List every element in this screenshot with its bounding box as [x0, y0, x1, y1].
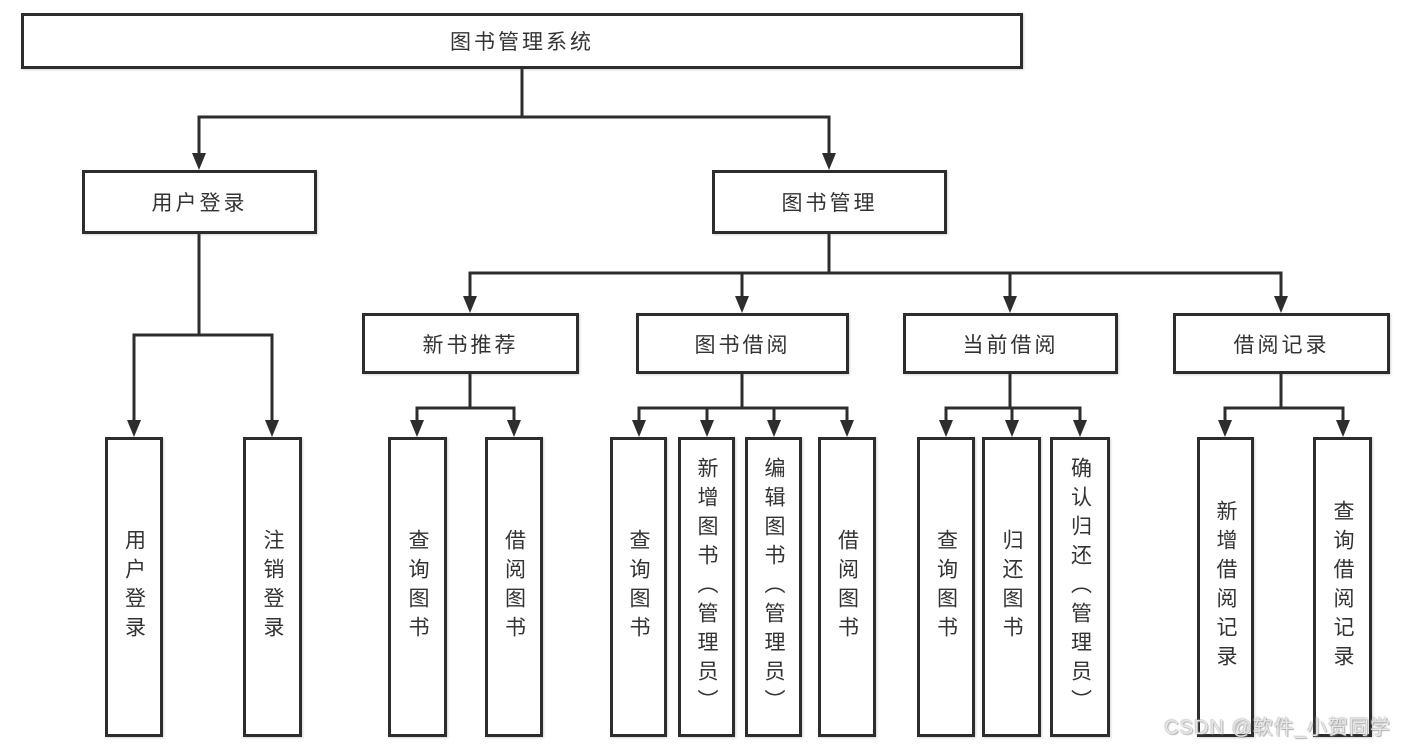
leaf-edit-book-admin-label: 编辑图书（管理员） [762, 456, 785, 718]
node-current-borrow-label: 当前借阅 [962, 333, 1059, 357]
leaf-query-borrow-record-label: 查询借阅记录 [1331, 500, 1354, 674]
leaf-edit-book-admin: 编辑图书（管理员） [745, 437, 802, 737]
leaf-query-book-borrow-label: 查询图书 [627, 529, 650, 645]
node-book-management-label: 图书管理 [781, 192, 878, 215]
node-book-management: 图书管理 [712, 170, 947, 234]
leaf-add-borrow-record: 新增借阅记录 [1197, 437, 1254, 737]
leaf-return-book: 归还图书 [982, 437, 1041, 737]
node-book-borrow-label: 图书借阅 [694, 333, 791, 357]
csdn-watermark: CSDN @软件_小贺同学 [1164, 717, 1391, 739]
leaf-query-book-current: 查询图书 [917, 437, 975, 737]
leaf-borrow-book: 借阅图书 [818, 437, 876, 737]
leaf-borrow-book-label: 借阅图书 [835, 529, 859, 645]
node-user-login-label: 用户登录 [151, 192, 248, 215]
leaf-logout: 注销登录 [243, 437, 302, 737]
leaf-add-book-admin-label: 新增图书（管理员） [695, 456, 718, 718]
leaf-add-book-admin: 新增图书（管理员） [678, 437, 735, 737]
leaf-add-borrow-record-label: 新增借阅记录 [1214, 500, 1237, 674]
leaf-return-book-label: 归还图书 [1000, 529, 1023, 645]
leaf-logout-label: 注销登录 [261, 529, 284, 645]
leaf-query-book-borrow: 查询图书 [610, 437, 667, 737]
node-root-label: 图书管理系统 [450, 31, 594, 54]
leaf-borrow-book-recommend-label: 借阅图书 [502, 529, 526, 645]
leaf-user-login-label: 用户登录 [122, 529, 146, 645]
node-borrow-record-label: 借阅记录 [1233, 333, 1330, 357]
leaf-query-borrow-record: 查询借阅记录 [1313, 437, 1372, 737]
node-user-login: 用户登录 [82, 170, 317, 234]
leaf-confirm-return-admin-label: 确认归还（管理员） [1068, 456, 1092, 718]
node-new-book-recommend: 新书推荐 [362, 313, 579, 374]
leaf-query-book-recommend: 查询图书 [388, 437, 447, 737]
leaf-confirm-return-admin: 确认归还（管理员） [1050, 437, 1110, 737]
leaf-user-login: 用户登录 [105, 437, 163, 737]
leaf-query-book-current-label: 查询图书 [934, 529, 958, 645]
node-borrow-record: 借阅记录 [1173, 313, 1390, 374]
node-book-borrow: 图书借阅 [636, 313, 849, 374]
node-root: 图书管理系统 [21, 13, 1023, 69]
leaf-borrow-book-recommend: 借阅图书 [485, 437, 543, 737]
node-new-book-recommend-label: 新书推荐 [422, 333, 519, 357]
leaf-query-book-recommend-label: 查询图书 [406, 529, 429, 645]
node-current-borrow: 当前借阅 [903, 313, 1118, 374]
